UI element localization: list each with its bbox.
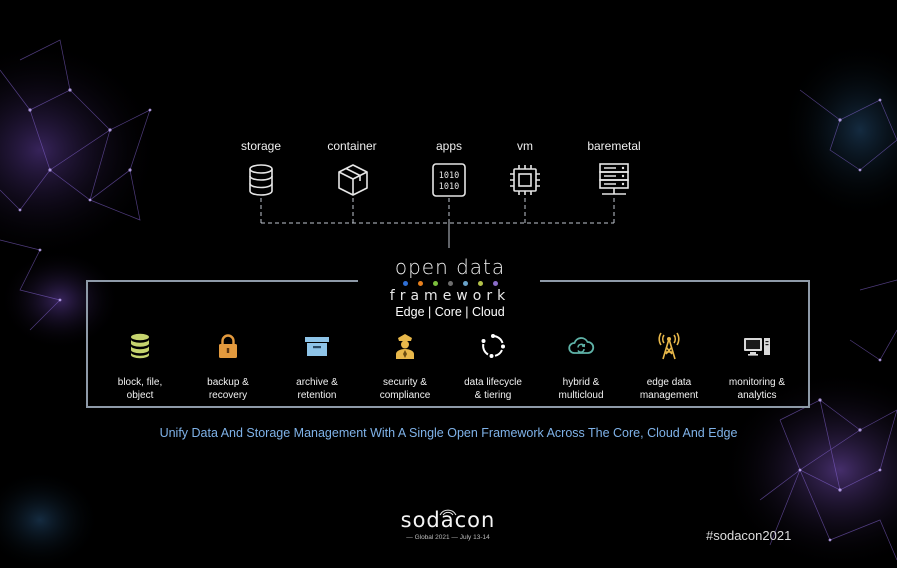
- sodacon-date: — Global 2021 — July 13-14: [406, 534, 490, 541]
- logo-dot: [462, 281, 468, 286]
- edge-core-cloud-tagline: Edge | Core | Cloud: [395, 305, 505, 319]
- open-data-framework-logo: open data framework: [347, 256, 553, 304]
- signal-icon: [439, 509, 457, 516]
- archive-box-icon: [305, 337, 329, 356]
- top-item-label: apps: [435, 139, 463, 153]
- feature-block-file-object: block, file, object: [95, 332, 185, 402]
- server-icon: [599, 163, 629, 195]
- hashtag: #sodacon2021: [706, 528, 792, 543]
- feature-hybrid-multicloud: hybrid & multicloud: [536, 332, 626, 402]
- box-icon: [338, 164, 368, 196]
- logo-dot: [402, 281, 408, 286]
- officer-icon: [396, 334, 414, 359]
- feature-label: archive & retention: [296, 377, 338, 401]
- frame-top-right: [540, 280, 810, 282]
- lock-icon: [219, 334, 237, 358]
- tower-icon: [658, 332, 680, 360]
- feature-backup-recovery: backup & recovery: [183, 332, 273, 402]
- top-item-label: storage: [240, 139, 282, 153]
- svg-text:1010: 1010: [439, 182, 459, 192]
- logo-line-2: framework: [389, 288, 511, 304]
- feature-archive-retention: archive & retention: [272, 332, 362, 402]
- svg-text:1010: 1010: [439, 171, 459, 181]
- logo-dots: [347, 281, 553, 286]
- sodacon-name: sodacon: [400, 508, 496, 532]
- logo-line-1: open data: [394, 255, 506, 279]
- feature-label: backup & recovery: [207, 377, 249, 401]
- cycle-icon: [481, 334, 505, 358]
- feature-data-lifecycle-tiering: data lifecycle & tiering: [448, 332, 538, 402]
- feature-label: security & compliance: [379, 377, 431, 401]
- chip-icon: [510, 165, 540, 195]
- logo-dot: [492, 281, 498, 286]
- logo-dot: [417, 281, 423, 286]
- binary-icon: 1010 1010: [432, 163, 466, 197]
- feature-label: data lifecycle & tiering: [464, 377, 522, 401]
- feature-label: hybrid & multicloud: [558, 377, 604, 401]
- top-item-label: baremetal: [587, 139, 641, 153]
- feature-edge-data-management: edge data management: [624, 332, 714, 402]
- top-item-label: container: [327, 139, 377, 153]
- database-icon: [131, 333, 149, 359]
- framework-frame: [86, 280, 810, 408]
- computer-icon: [744, 338, 770, 356]
- database-icon: [249, 164, 273, 196]
- headline: Unify Data And Storage Management With A…: [159, 426, 738, 440]
- logo-dot: [447, 281, 453, 286]
- feature-label: monitoring & analytics: [728, 377, 786, 401]
- logo-dot: [477, 281, 483, 286]
- sodacon-logo: sodacon — Global 2021 — July 13-14: [370, 507, 526, 541]
- feature-label: edge data management: [639, 377, 699, 401]
- feature-monitoring-analytics: monitoring & analytics: [712, 332, 802, 402]
- logo-dot: [432, 281, 438, 286]
- feature-label: block, file, object: [117, 377, 163, 401]
- cloud-sync-icon: [568, 337, 595, 354]
- top-item-label: vm: [517, 139, 533, 153]
- frame-top-left: [86, 280, 358, 282]
- feature-security-compliance: security & compliance: [360, 332, 450, 402]
